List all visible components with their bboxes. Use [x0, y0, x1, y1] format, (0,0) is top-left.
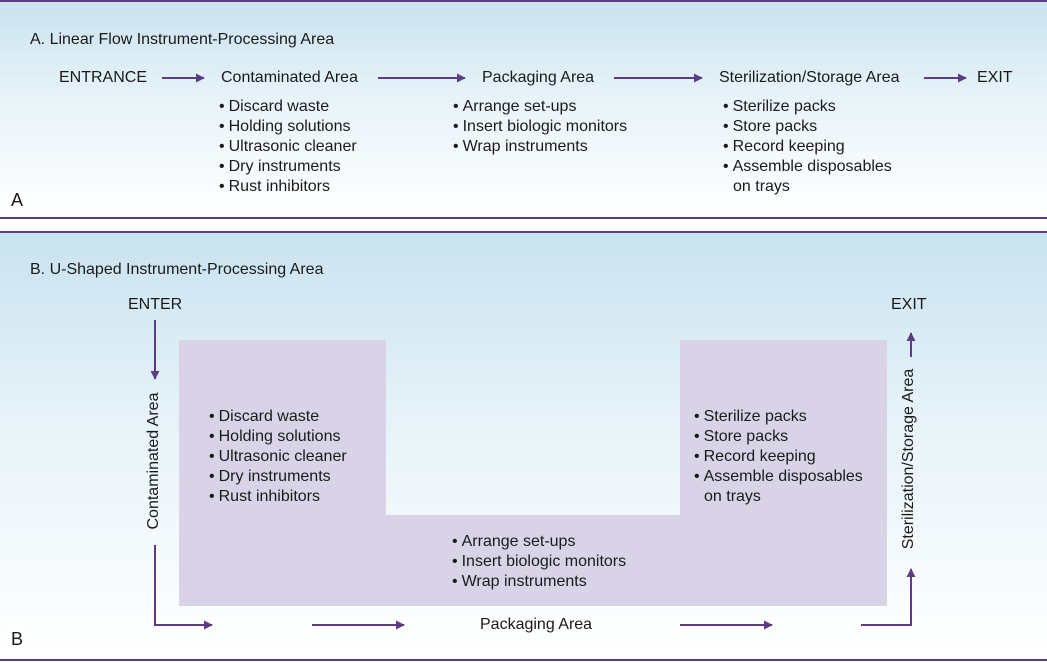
- list-item: Wrap instruments: [452, 572, 626, 592]
- list-item: Sterilize packs: [723, 97, 892, 117]
- list-item: Dry instruments: [219, 157, 357, 177]
- packaging-area-label: Packaging Area: [480, 616, 593, 633]
- u-shaped-panel: B. U-Shaped Instrument-Processing Area E…: [0, 231, 1047, 661]
- list-item: Holding solutions: [219, 117, 357, 137]
- contaminated-area-vertical-label: Contaminated Area: [145, 392, 162, 530]
- list-item: Ultrasonic cleaner: [209, 447, 347, 467]
- list-item: Discard waste: [219, 97, 357, 117]
- sterilization-storage-area-heading: Sterilization/Storage Area: [719, 69, 900, 86]
- list-item: Assemble disposables: [694, 467, 863, 487]
- list-item: Assemble disposables: [723, 157, 892, 177]
- panel-a-corner-label: A: [11, 190, 24, 210]
- list-item: Ultrasonic cleaner: [219, 137, 357, 157]
- entrance-label: ENTRANCE: [59, 69, 148, 86]
- list-item: Record keeping: [723, 137, 892, 157]
- packaging-area-list: Arrange set-ups Insert biologic monitors…: [452, 532, 627, 592]
- arrow-to-sterilization-up: [861, 568, 916, 626]
- list-item: Insert biologic monitors: [453, 117, 628, 137]
- packaging-area-list: Arrange set-ups Insert biologic monitors…: [453, 97, 628, 157]
- exit-label: EXIT: [891, 296, 927, 313]
- list-item: Arrange set-ups: [453, 97, 627, 117]
- linear-flow-panel: A. Linear Flow Instrument-Processing Are…: [0, 0, 1047, 219]
- sterilization-storage-area-vertical-label: Sterilization/Storage Area: [900, 368, 917, 550]
- list-item: Record keeping: [694, 447, 863, 467]
- list-item: Holding solutions: [209, 427, 347, 447]
- list-item-continuation: on trays: [733, 178, 790, 195]
- list-item: Discard waste: [209, 407, 347, 427]
- list-item: Store packs: [694, 427, 863, 447]
- panel-a-title: A. Linear Flow Instrument-Processing Are…: [30, 31, 335, 48]
- panel-b-corner-label: B: [11, 629, 24, 649]
- list-item: Arrange set-ups: [452, 532, 626, 552]
- list-item: Dry instruments: [209, 467, 347, 487]
- panel-a-flow-arrows: [162, 73, 967, 83]
- panel-b-title: B. U-Shaped Instrument-Processing Area: [30, 261, 324, 278]
- packaging-area-heading: Packaging Area: [482, 69, 595, 86]
- arrow-contaminated-to-packaging-start: [154, 545, 213, 630]
- list-item: Rust inhibitors: [209, 487, 347, 507]
- contaminated-area-list: Discard waste Holding solutions Ultrason…: [219, 97, 357, 197]
- list-item: Wrap instruments: [453, 137, 627, 157]
- list-item: Insert biologic monitors: [452, 552, 627, 572]
- list-item: Sterilize packs: [694, 407, 863, 427]
- list-item: Rust inhibitors: [219, 177, 357, 197]
- list-item-continuation: on trays: [704, 488, 761, 505]
- list-item: Store packs: [723, 117, 892, 137]
- contaminated-area-list: Discard waste Holding solutions Ultrason…: [209, 407, 347, 507]
- enter-label: ENTER: [128, 296, 183, 313]
- sterilization-storage-area-list: Sterilize packs Store packs Record keepi…: [694, 407, 863, 507]
- contaminated-area-heading: Contaminated Area: [221, 69, 358, 86]
- sterilization-storage-area-list: Sterilize packs Store packs Record keepi…: [723, 97, 892, 197]
- exit-label: EXIT: [977, 69, 1013, 86]
